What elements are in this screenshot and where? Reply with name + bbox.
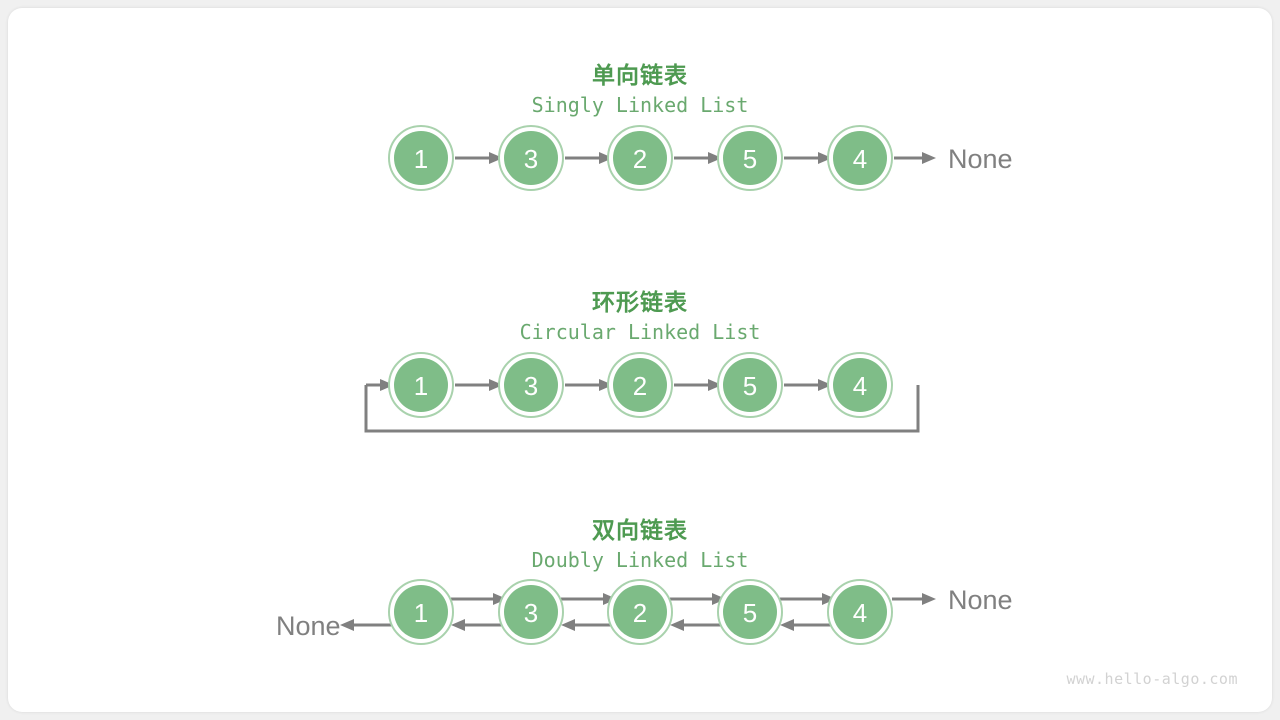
section-subtitle-doubly: Doubly Linked List <box>531 548 749 572</box>
circular-node-5-value: 4 <box>853 371 867 401</box>
singly-node-1[interactable]: 1 <box>388 125 454 191</box>
section-title-doubly: 双向链表 <box>592 517 688 543</box>
singly-edge-4-to-none <box>894 152 936 164</box>
singly-node-1-value: 1 <box>414 144 428 174</box>
singly-edges <box>455 152 936 164</box>
circular-loop-edge <box>364 379 920 433</box>
section-subtitle-circular: Circular Linked List <box>519 320 761 344</box>
doubly-backward-edge-4-to-5 <box>780 619 836 631</box>
watermark: www.hello-algo.com <box>1066 670 1238 688</box>
circular-node-1-value: 1 <box>414 371 428 401</box>
singly-node-2[interactable]: 3 <box>498 125 564 191</box>
doubly-forward-edge-4-to-none <box>892 593 936 605</box>
singly-node-3[interactable]: 2 <box>607 125 673 191</box>
doubly-head-none-label: None <box>276 611 341 641</box>
circular-node-4[interactable]: 5 <box>717 352 783 418</box>
singly-node-5-value: 4 <box>853 144 867 174</box>
circular-edge-5-to-4 <box>784 379 832 391</box>
doubly-backward-edge-1-to-none <box>340 619 392 631</box>
doubly-forward-edge-2-to-5 <box>670 593 726 605</box>
doubly-node-5-value: 4 <box>853 598 867 628</box>
section-subtitle-singly: Singly Linked List <box>531 93 749 117</box>
section-title-circular: 环形链表 <box>592 289 688 315</box>
singly-edge-1-to-3 <box>455 152 503 164</box>
doubly-node-4[interactable]: 5 <box>717 579 783 645</box>
singly-node-4[interactable]: 5 <box>717 125 783 191</box>
doubly-node-1[interactable]: 1 <box>388 579 454 645</box>
doubly-node-2[interactable]: 3 <box>498 579 564 645</box>
doubly-node-3-value: 2 <box>633 598 647 628</box>
circular-node-4-value: 5 <box>743 371 757 401</box>
diagram-card: 单向链表 Singly Linked List 环形链表 Circular Li… <box>8 8 1272 712</box>
doubly-backward-edge-3-to-1 <box>451 619 507 631</box>
circular-node-2-value: 3 <box>524 371 538 401</box>
doubly-node-4-value: 5 <box>743 598 757 628</box>
doubly-forward-edge-1-to-3 <box>451 593 507 605</box>
doubly-node-2-value: 3 <box>524 598 538 628</box>
circular-node-3[interactable]: 2 <box>607 352 673 418</box>
circular-edge-3-to-2 <box>565 379 613 391</box>
singly-tail-none-label: None <box>948 144 1013 174</box>
singly-edge-3-to-2 <box>565 152 613 164</box>
doubly-node-5[interactable]: 4 <box>827 579 893 645</box>
doubly-node-1-value: 1 <box>414 598 428 628</box>
doubly-backward-edge-5-to-2 <box>670 619 726 631</box>
circular-node-1[interactable]: 1 <box>388 352 454 418</box>
linked-list-diagram-canvas: 1 3 2 5 4 None <box>276 125 1013 645</box>
singly-edge-2-to-5 <box>674 152 722 164</box>
doubly-node-3[interactable]: 2 <box>607 579 673 645</box>
circular-edge-1-to-3 <box>455 379 503 391</box>
circular-edges <box>455 379 832 391</box>
singly-node-3-value: 2 <box>633 144 647 174</box>
singly-node-4-value: 5 <box>743 144 757 174</box>
singly-edge-5-to-4 <box>784 152 832 164</box>
section-title-singly: 单向链表 <box>592 62 688 88</box>
doubly-forward-edge-5-to-4 <box>780 593 836 605</box>
circular-node-3-value: 2 <box>633 371 647 401</box>
singly-node-5[interactable]: 4 <box>827 125 893 191</box>
circular-node-5[interactable]: 4 <box>827 352 893 418</box>
circular-node-2[interactable]: 3 <box>498 352 564 418</box>
circular-edge-2-to-5 <box>674 379 722 391</box>
doubly-tail-none-label: None <box>948 585 1013 615</box>
singly-node-2-value: 3 <box>524 144 538 174</box>
